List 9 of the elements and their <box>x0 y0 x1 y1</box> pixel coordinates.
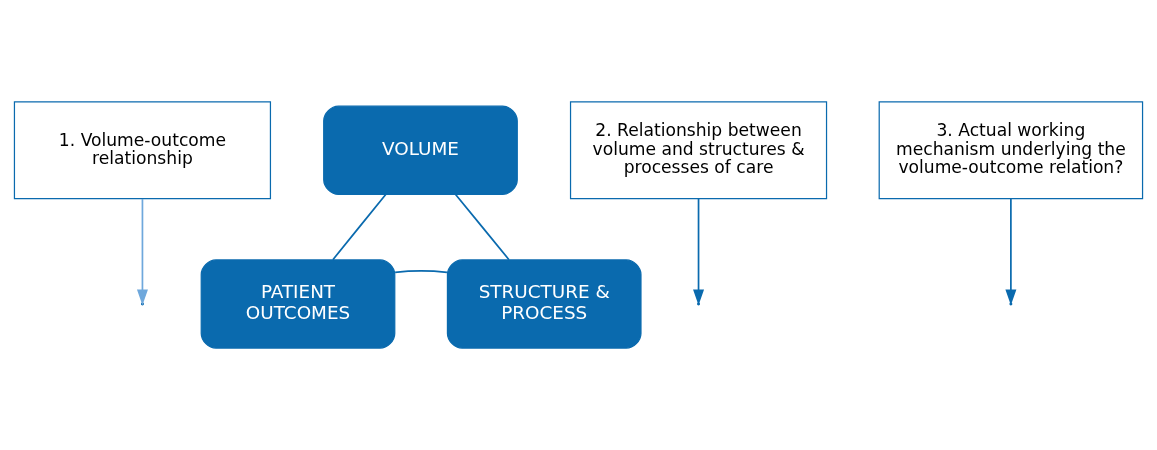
connector <box>394 270 448 274</box>
node-box: 3. Actual working mechanism underlying the volume-outcome relation? <box>878 101 1144 200</box>
connector <box>454 193 510 261</box>
node-box: 2. Relationship between volume and structures & processes of care <box>569 101 828 200</box>
node-box: VOLUME <box>323 105 518 195</box>
connector <box>332 193 387 261</box>
node-box: 1. Volume-outcome relationship <box>13 101 272 200</box>
node-box: STRUCTURE & PROCESS <box>446 259 642 349</box>
node-box: PATIENT OUTCOMES <box>200 259 396 349</box>
